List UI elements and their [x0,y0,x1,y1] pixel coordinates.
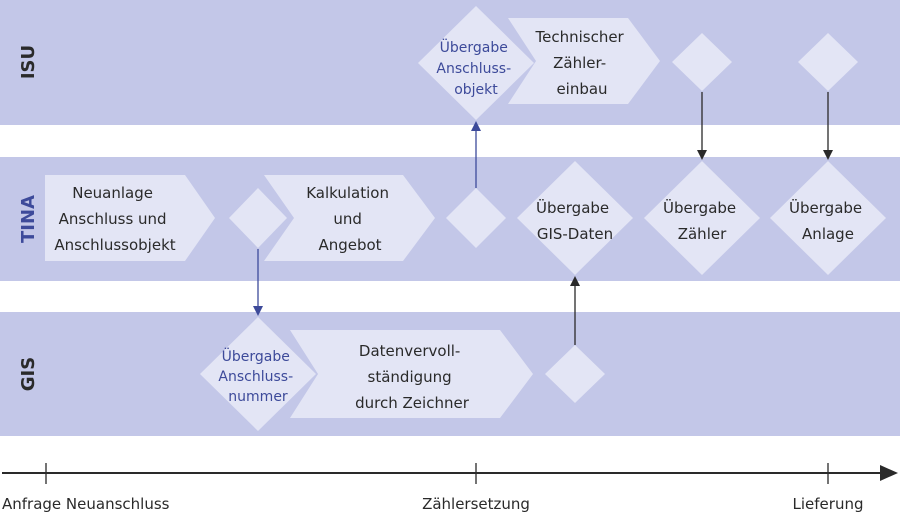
handover-anschlussobjekt [418,6,534,120]
handover-gis-daten [517,161,633,275]
text-uebergabe-zaehler: Übergabe Zähler [663,198,741,243]
text-uebergabe-gis-daten: Übergabe GIS-Daten [536,198,614,243]
decision-diamond-isu-1 [672,33,732,91]
text-kalkulation: Kalkulation und Angebot [306,184,394,254]
timeline-label-middle: Zählersetzung [422,495,530,513]
lane-label-gis: GIS [18,357,39,391]
step-neuanlage [45,175,215,261]
lane-label-isu: ISU [18,45,39,79]
lane-label-tina: TINA [18,195,39,243]
step-zaehlereinbau [508,18,660,104]
timeline-label-end: Lieferung [793,495,864,513]
text-zaehlereinbau: Technischer Zähler- einbau [534,28,628,98]
handover-anlage [770,161,886,275]
timeline-label-start: Anfrage Neuanschluss [2,495,170,513]
decision-diamond-tina-2 [446,188,506,248]
text-uebergabe-anlage: Übergabe Anlage [789,198,867,243]
decision-diamond-isu-2 [798,33,858,91]
handover-anschlussnummer [200,317,316,431]
step-kalkulation [264,175,435,261]
text-datenvervollstaendigung: Datenvervoll- ständigung durch Zeichner [355,342,470,412]
text-neuanlage: Neuanlage Anschluss und Anschlussobjekt [54,184,175,254]
handover-zaehler [644,161,760,275]
timeline-arrowhead [880,465,898,481]
text-uebergabe-anschlussobjekt: Übergabe Anschluss- objekt [436,38,515,98]
text-uebergabe-anschlussnummer: Übergabe Anschluss- nummer [218,347,297,405]
decision-diamond-gis-1 [545,345,605,403]
step-datenvervollstaendigung [290,330,533,418]
decision-diamond-tina-1 [229,188,287,248]
